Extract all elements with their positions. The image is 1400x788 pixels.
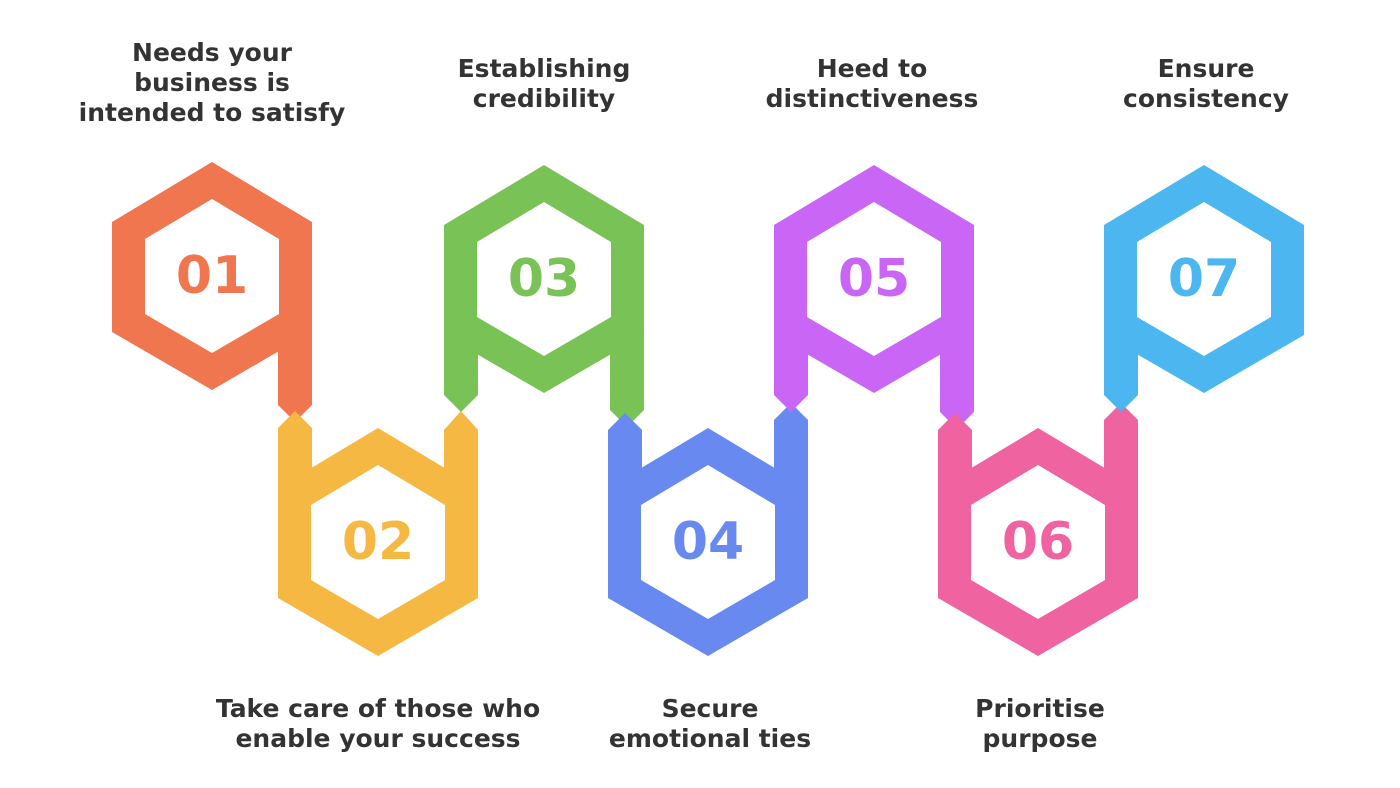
step-03-hexagon: 03 — [444, 165, 644, 393]
step-number: 01 — [176, 246, 248, 306]
hexagon-inner — [807, 202, 941, 356]
label-line: Prioritise — [975, 694, 1105, 723]
label-line: business is — [134, 68, 290, 97]
step-number: 03 — [508, 249, 580, 309]
step-number: 06 — [1002, 512, 1074, 572]
step-04-hexagon: 04 — [608, 428, 808, 656]
step-04-label: Secure emotional ties — [530, 694, 890, 754]
step-number: 04 — [672, 512, 744, 572]
label-line: Needs your — [132, 38, 292, 67]
label-line: Secure — [661, 694, 759, 723]
step-number: 07 — [1168, 249, 1240, 309]
label-line: Take care of those who — [215, 694, 541, 723]
label-line: purpose — [982, 724, 1098, 753]
step-03-label: Establishing credibility — [364, 54, 724, 114]
label-line: Ensure — [1157, 54, 1255, 83]
hexagon-inner — [311, 465, 445, 619]
step-number: 02 — [342, 512, 414, 572]
hexagon-inner — [971, 465, 1105, 619]
hexagon-inner — [641, 465, 775, 619]
label-line: distinctiveness — [765, 84, 979, 113]
step-01-label: Needs your business is intended to satis… — [32, 38, 392, 128]
step-07-hexagon: 07 — [1104, 165, 1304, 393]
hexagon-inner — [1137, 202, 1271, 356]
step-02-label: Take care of those who enable your succe… — [198, 694, 558, 754]
label-line: consistency — [1123, 84, 1289, 113]
step-05-hexagon: 05 — [774, 165, 974, 393]
step-06-label: Prioritise purpose — [860, 694, 1220, 754]
label-line: Heed to — [816, 54, 928, 83]
step-07-label: Ensure consistency — [1026, 54, 1386, 114]
hexagon-inner — [477, 202, 611, 356]
label-line: enable your success — [235, 724, 521, 753]
step-number: 05 — [838, 249, 910, 309]
step-02-hexagon: 02 — [278, 428, 478, 656]
label-line: credibility — [472, 84, 616, 113]
label-line: Establishing — [457, 54, 631, 83]
step-06-hexagon: 06 — [938, 428, 1138, 656]
label-line: emotional ties — [608, 724, 812, 753]
hexagon-inner — [145, 199, 279, 353]
label-line: intended to satisfy — [78, 98, 346, 127]
step-01-hexagon: 01 — [112, 162, 312, 390]
step-05-label: Heed to distinctiveness — [692, 54, 1052, 114]
